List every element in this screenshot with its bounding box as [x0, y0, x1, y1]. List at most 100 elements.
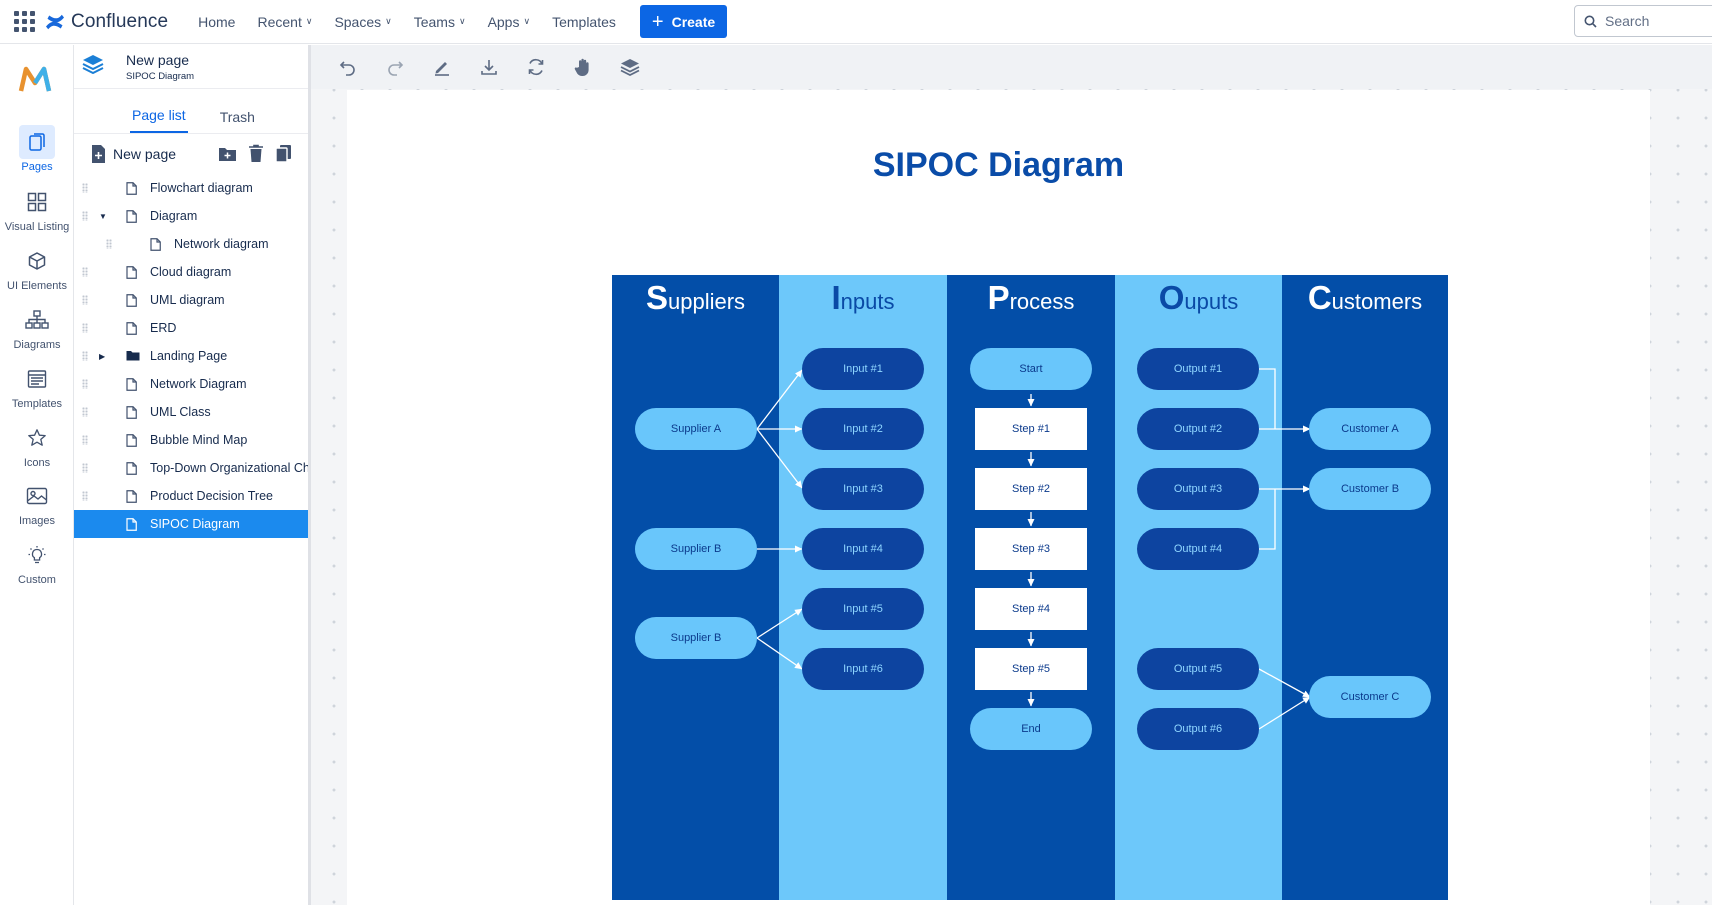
- nav-home[interactable]: Home: [198, 13, 236, 30]
- tree-item-label: Network diagram: [174, 237, 269, 251]
- process-step-node[interactable]: Step #4: [975, 588, 1087, 630]
- output-node[interactable]: Output #3: [1137, 468, 1259, 510]
- output-node[interactable]: Output #6: [1137, 708, 1259, 750]
- tree-item[interactable]: Top-Down Organizational Ch: [74, 454, 308, 482]
- rail-images[interactable]: Images: [0, 479, 74, 527]
- input-node[interactable]: Input #2: [802, 408, 924, 450]
- drag-handle-icon[interactable]: [82, 267, 88, 277]
- supplier-node[interactable]: Supplier B: [635, 617, 757, 659]
- new-page-button[interactable]: New page: [90, 144, 176, 164]
- layers-icon[interactable]: [617, 54, 643, 80]
- pencil-icon[interactable]: [429, 54, 455, 80]
- drag-handle-icon[interactable]: [82, 211, 88, 221]
- customer-node[interactable]: Customer C: [1309, 676, 1431, 718]
- tree-item[interactable]: Bubble Mind Map: [74, 426, 308, 454]
- tree-item[interactable]: UML diagram: [74, 286, 308, 314]
- output-node[interactable]: Output #4: [1137, 528, 1259, 570]
- drag-handle-icon[interactable]: [82, 351, 88, 361]
- tab-trash[interactable]: Trash: [219, 109, 255, 125]
- output-node[interactable]: Output #5: [1137, 648, 1259, 690]
- tree-item[interactable]: Product Decision Tree: [74, 482, 308, 510]
- drag-handle-icon[interactable]: [82, 295, 88, 305]
- panel-subtitle: SIPOC Diagram: [126, 70, 195, 82]
- top-navigation: Confluence Home Recent∨ Spaces∨ Teams∨ A…: [0, 0, 1712, 44]
- nav-apps[interactable]: Apps∨: [487, 13, 531, 30]
- customer-node[interactable]: Customer B: [1309, 468, 1431, 510]
- duplicate-icon[interactable]: [274, 144, 293, 163]
- undo-icon[interactable]: [335, 54, 361, 80]
- tree-item[interactable]: ERD: [74, 314, 308, 342]
- nav-spaces[interactable]: Spaces∨: [334, 13, 392, 30]
- tree-item[interactable]: Flowchart diagram: [74, 174, 308, 202]
- supplier-node[interactable]: Supplier A: [635, 408, 757, 450]
- drag-handle-icon[interactable]: [82, 407, 88, 417]
- tree-item[interactable]: ▶Landing Page: [74, 342, 308, 370]
- tree-item-label: Diagram: [150, 209, 198, 223]
- sipoc-diagram[interactable]: Suppliers Inputs Process Ouputs Customer…: [612, 275, 1448, 900]
- rail-icons[interactable]: Icons: [0, 421, 74, 469]
- tree-item[interactable]: Cloud diagram: [74, 258, 308, 286]
- image-icon: [19, 479, 55, 513]
- tree-item[interactable]: Network diagram: [74, 230, 308, 258]
- caret-right-icon[interactable]: ▶: [99, 351, 106, 361]
- trash-icon[interactable]: [246, 144, 265, 163]
- chevron-down-icon: ∨: [523, 16, 531, 26]
- customer-node[interactable]: Customer A: [1309, 408, 1431, 450]
- process-end-node[interactable]: End: [970, 708, 1092, 750]
- input-node[interactable]: Input #4: [802, 528, 924, 570]
- tree-item-label: Network Diagram: [150, 377, 247, 391]
- download-icon[interactable]: [476, 54, 502, 80]
- rail-custom[interactable]: Custom: [0, 538, 74, 586]
- tab-page-list[interactable]: Page list: [130, 107, 188, 133]
- tree-item[interactable]: ▼ Diagram: [74, 202, 308, 230]
- panel-header: New page SIPOC Diagram: [74, 45, 308, 89]
- rail-ui-elements[interactable]: UI Elements: [0, 244, 74, 292]
- input-node[interactable]: Input #5: [802, 588, 924, 630]
- drag-handle-icon[interactable]: [82, 323, 88, 333]
- nav-recent[interactable]: Recent∨: [257, 13, 313, 30]
- star-icon: [19, 421, 55, 455]
- create-button[interactable]: + Create: [639, 5, 728, 38]
- drag-handle-icon[interactable]: [82, 491, 88, 501]
- search-input[interactable]: Search: [1574, 5, 1712, 37]
- app-switcher-icon[interactable]: [13, 11, 35, 33]
- input-node[interactable]: Input #6: [802, 648, 924, 690]
- drag-handle-icon[interactable]: [82, 379, 88, 389]
- nav-templates[interactable]: Templates: [552, 13, 616, 30]
- process-step-node[interactable]: Step #2: [975, 468, 1087, 510]
- process-start-node[interactable]: Start: [970, 348, 1092, 390]
- diagram-canvas[interactable]: SIPOC Diagram Suppliers Inputs Process O…: [347, 90, 1650, 905]
- rail-templates[interactable]: Templates: [0, 362, 74, 410]
- drag-handle-icon[interactable]: [82, 183, 88, 193]
- rail-visual-listing[interactable]: Visual Listing: [0, 185, 74, 233]
- refresh-icon[interactable]: [523, 54, 549, 80]
- drag-handle-icon[interactable]: [82, 435, 88, 445]
- tree-item[interactable]: UML Class: [74, 398, 308, 426]
- input-node[interactable]: Input #1: [802, 348, 924, 390]
- hierarchy-icon: [19, 303, 55, 337]
- supplier-node[interactable]: Supplier B: [635, 528, 757, 570]
- lightbulb-icon: [19, 538, 55, 572]
- page-icon: [150, 238, 161, 254]
- process-step-node[interactable]: Step #3: [975, 528, 1087, 570]
- nav-teams[interactable]: Teams∨: [413, 13, 466, 30]
- caret-down-icon[interactable]: ▼: [99, 211, 107, 221]
- tree-item-label: ERD: [150, 321, 177, 335]
- page-icon: [126, 294, 137, 310]
- rail-pages[interactable]: Pages: [0, 125, 74, 173]
- output-node[interactable]: Output #1: [1137, 348, 1259, 390]
- process-step-node[interactable]: Step #5: [975, 648, 1087, 690]
- tree-item[interactable]: SIPOC Diagram: [74, 510, 308, 538]
- drag-handle-icon[interactable]: [106, 239, 112, 249]
- process-step-node[interactable]: Step #1: [975, 408, 1087, 450]
- input-node[interactable]: Input #3: [802, 468, 924, 510]
- new-folder-icon[interactable]: [218, 144, 237, 163]
- drag-handle-icon[interactable]: [82, 463, 88, 473]
- redo-icon[interactable]: [382, 54, 408, 80]
- output-node[interactable]: Output #2: [1137, 408, 1259, 450]
- tree-item[interactable]: Network Diagram: [74, 370, 308, 398]
- rail-diagrams[interactable]: Diagrams: [0, 303, 74, 351]
- chevron-down-icon: ∨: [385, 16, 392, 26]
- confluence-logo[interactable]: Confluence: [45, 11, 168, 33]
- hand-icon[interactable]: [570, 54, 596, 80]
